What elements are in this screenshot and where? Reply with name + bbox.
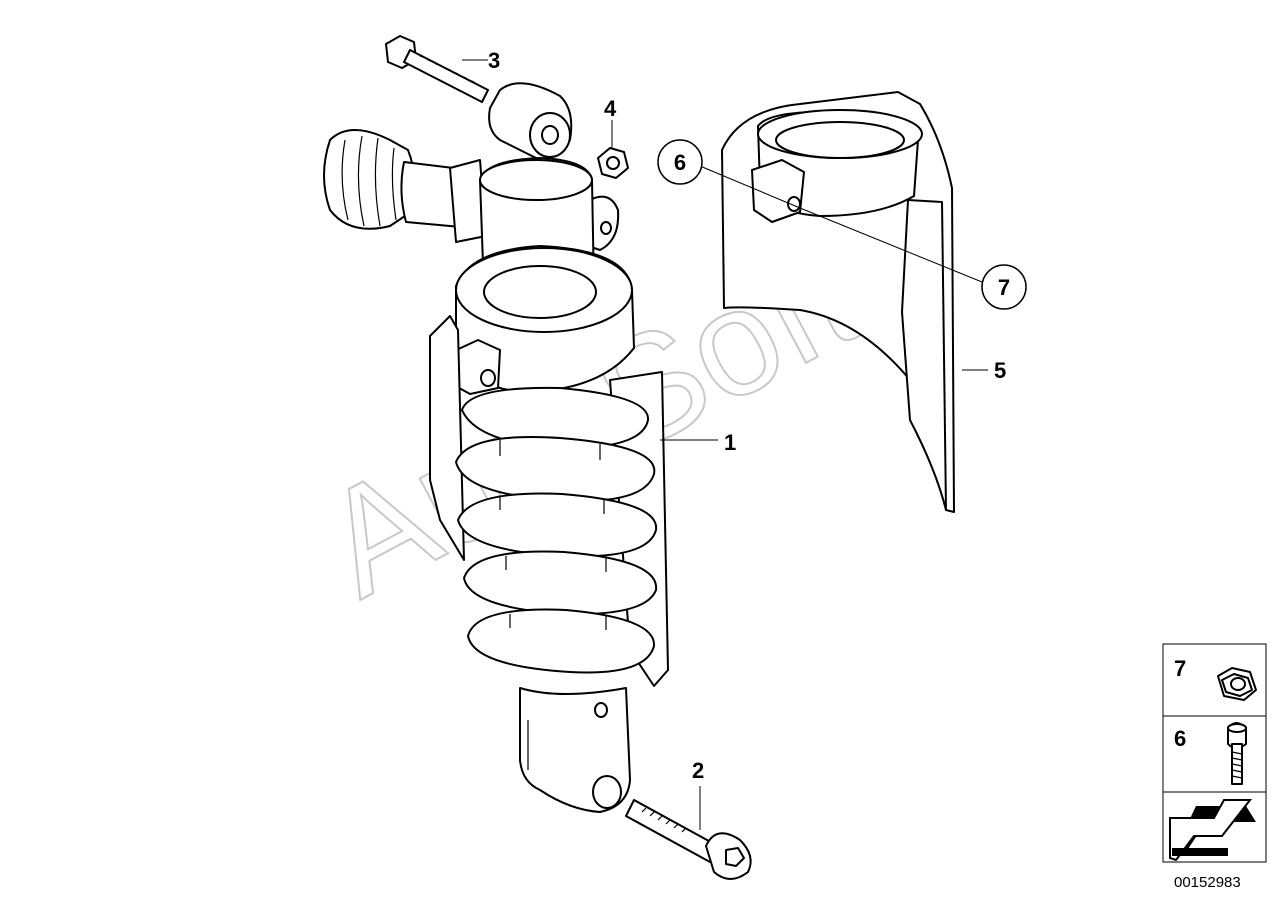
preload-knob [323,129,487,243]
bolt-part-2 [625,799,752,880]
callout-7-circle: 7 [981,264,1027,310]
document-number: 00152983 [1174,874,1241,891]
cover-part-5 [721,91,955,513]
legend-box: 7 6 [1162,643,1267,863]
mount-bushing [488,82,573,161]
nut-part-4 [597,147,629,179]
legend-row1-number: 7 [1174,656,1186,681]
callout-1: 1 [724,430,736,455]
shock-absorber-part-1 [323,129,669,813]
legend-row2-number: 6 [1174,726,1186,751]
callout-6: 6 [674,150,686,175]
callout-6-circle: 6 [657,139,703,185]
bolt-part-3 [385,35,489,103]
arrow-icon [1169,799,1256,862]
nut-icon [1217,667,1257,701]
callout-5: 5 [994,358,1006,383]
callout-7: 7 [998,275,1010,300]
callout-3: 3 [488,48,500,73]
callout-4: 4 [604,96,617,121]
callout-2: 2 [692,758,704,783]
leader-lines [462,59,988,830]
bolt-icon [1227,722,1247,785]
